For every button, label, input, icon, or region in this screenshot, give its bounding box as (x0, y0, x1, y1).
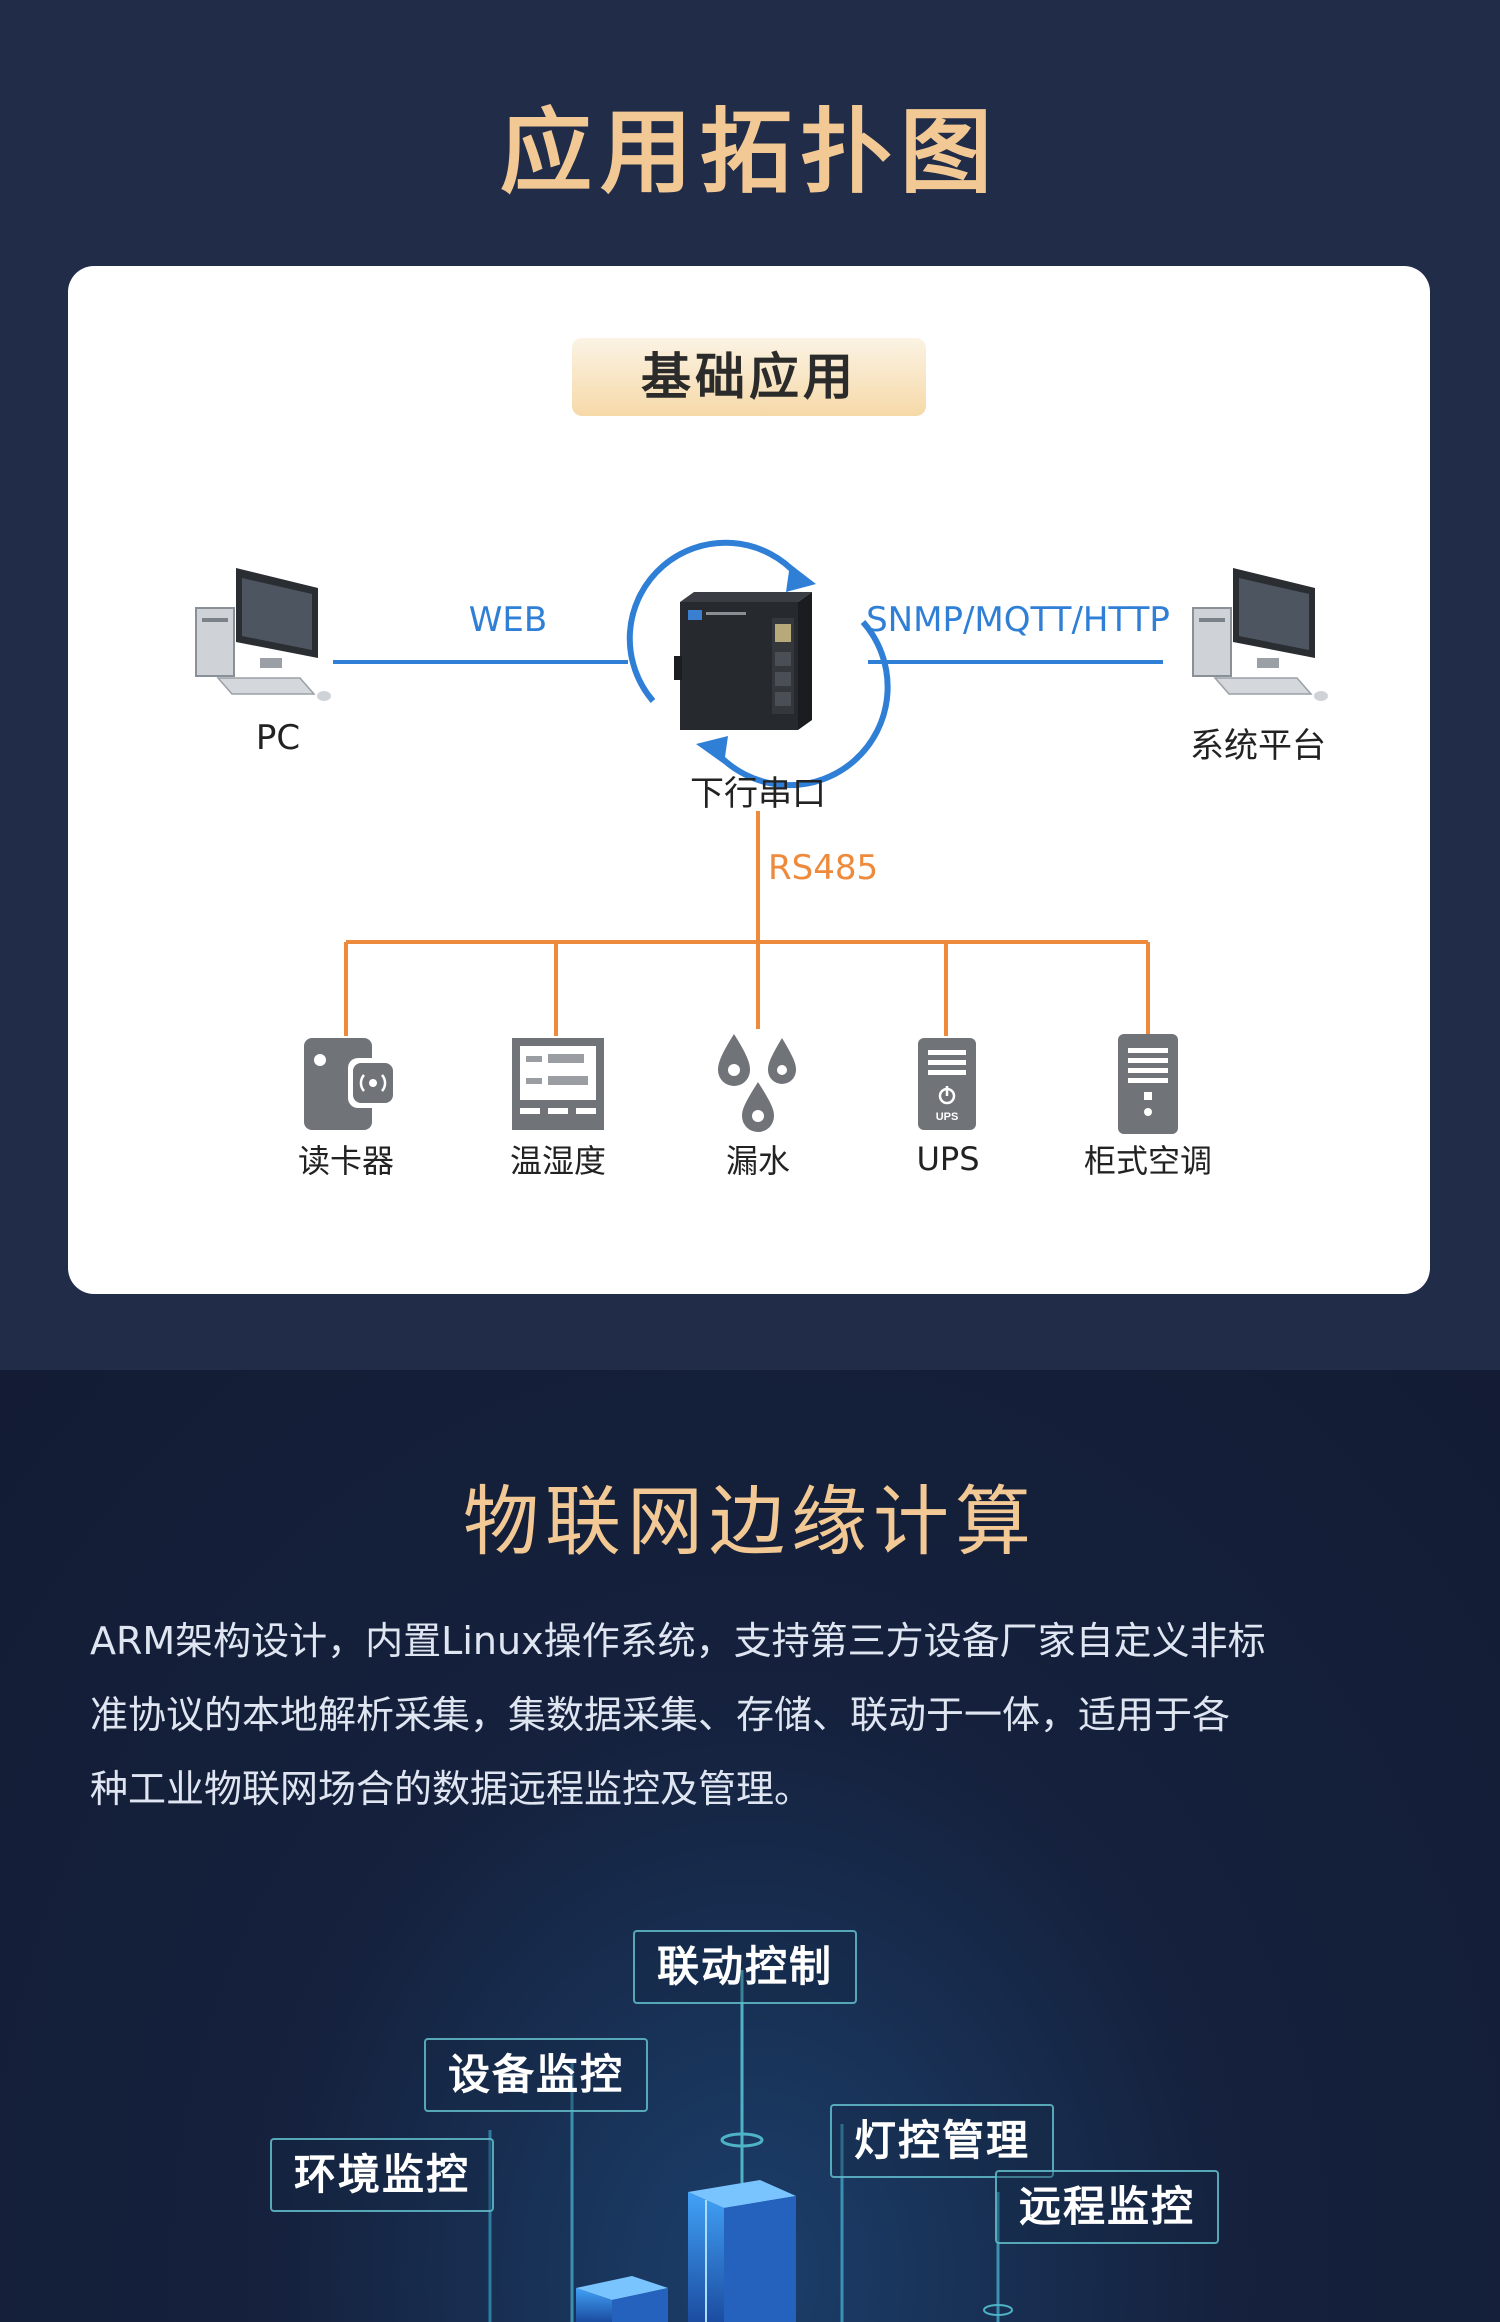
topology-card: 基础应用 (68, 266, 1430, 1294)
cabinet-air-conditioner-icon (1118, 1034, 1178, 1134)
web-link-label: WEB (468, 600, 548, 640)
pc-label: PC (255, 718, 301, 758)
description-line: 种工业物联网场合的数据远程监控及管理。 (90, 1767, 813, 1811)
topology-section: 应用拓扑图 基础应用 (68, 99, 1430, 1294)
ring-marker (983, 2304, 1013, 2316)
description-line: ARM架构设计，内置Linux操作系统，支持第三方设备厂家自定义非标 (90, 1619, 1266, 1663)
rs485-label: RS485 (768, 848, 879, 888)
section-title: 物联网边缘计算 (463, 1477, 1037, 1566)
data-block-icon (576, 2276, 668, 2322)
remote-monitoring-tag: 远程监控 (995, 2170, 1220, 2244)
platform-computer-icon (1192, 568, 1328, 701)
device-label: 读卡器 (297, 1142, 394, 1180)
edge-computing-section: 物联网边缘计算 ARM架构设计，内置Linux操作系统，支持第三方设备厂家自定义… (0, 1370, 1500, 2322)
gateway-label: 下行串口 (690, 774, 826, 814)
lighting-control-tag: 灯控管理 (830, 2104, 1055, 2178)
iot-illustration (488, 1970, 1013, 2322)
description: ARM架构设计，内置Linux操作系统，支持第三方设备厂家自定义非标 准协议的本… (90, 1604, 1420, 1826)
environment-monitoring-tag: 环境监控 (270, 2138, 495, 2212)
edge-gateway-device-icon (626, 539, 891, 789)
ups-icon: UPS (918, 1038, 976, 1130)
section-title: 应用拓扑图 (499, 99, 1000, 206)
pc-computer-icon (195, 568, 331, 701)
water-drops-icon (718, 1034, 796, 1132)
svg-text:UPS: UPS (936, 1111, 959, 1123)
ring-marker (720, 2132, 764, 2148)
protocol-link-label: SNMP/MQTT/HTTP (866, 600, 1170, 640)
device-monitoring-tag: 设备监控 (424, 2038, 649, 2112)
topology-diagram: UPS (195, 539, 1328, 1134)
data-tower-icon (688, 2180, 796, 2322)
basic-application-badge: 基础应用 (572, 338, 926, 416)
description-line: 准协议的本地解析采集，集数据采集、存储、联动于一体，适用于各 (90, 1693, 1231, 1737)
linkage-control-tag: 联动控制 (633, 1930, 858, 2004)
device-label: 柜式空调 (1083, 1142, 1212, 1180)
device-label: 温湿度 (509, 1142, 606, 1180)
device-label: 漏水 (725, 1142, 790, 1180)
card-reader-icon (304, 1038, 398, 1130)
device-label: UPS (916, 1140, 980, 1178)
platform-label: 系统平台 (1190, 726, 1326, 766)
temp-humidity-meter-icon (512, 1038, 604, 1130)
